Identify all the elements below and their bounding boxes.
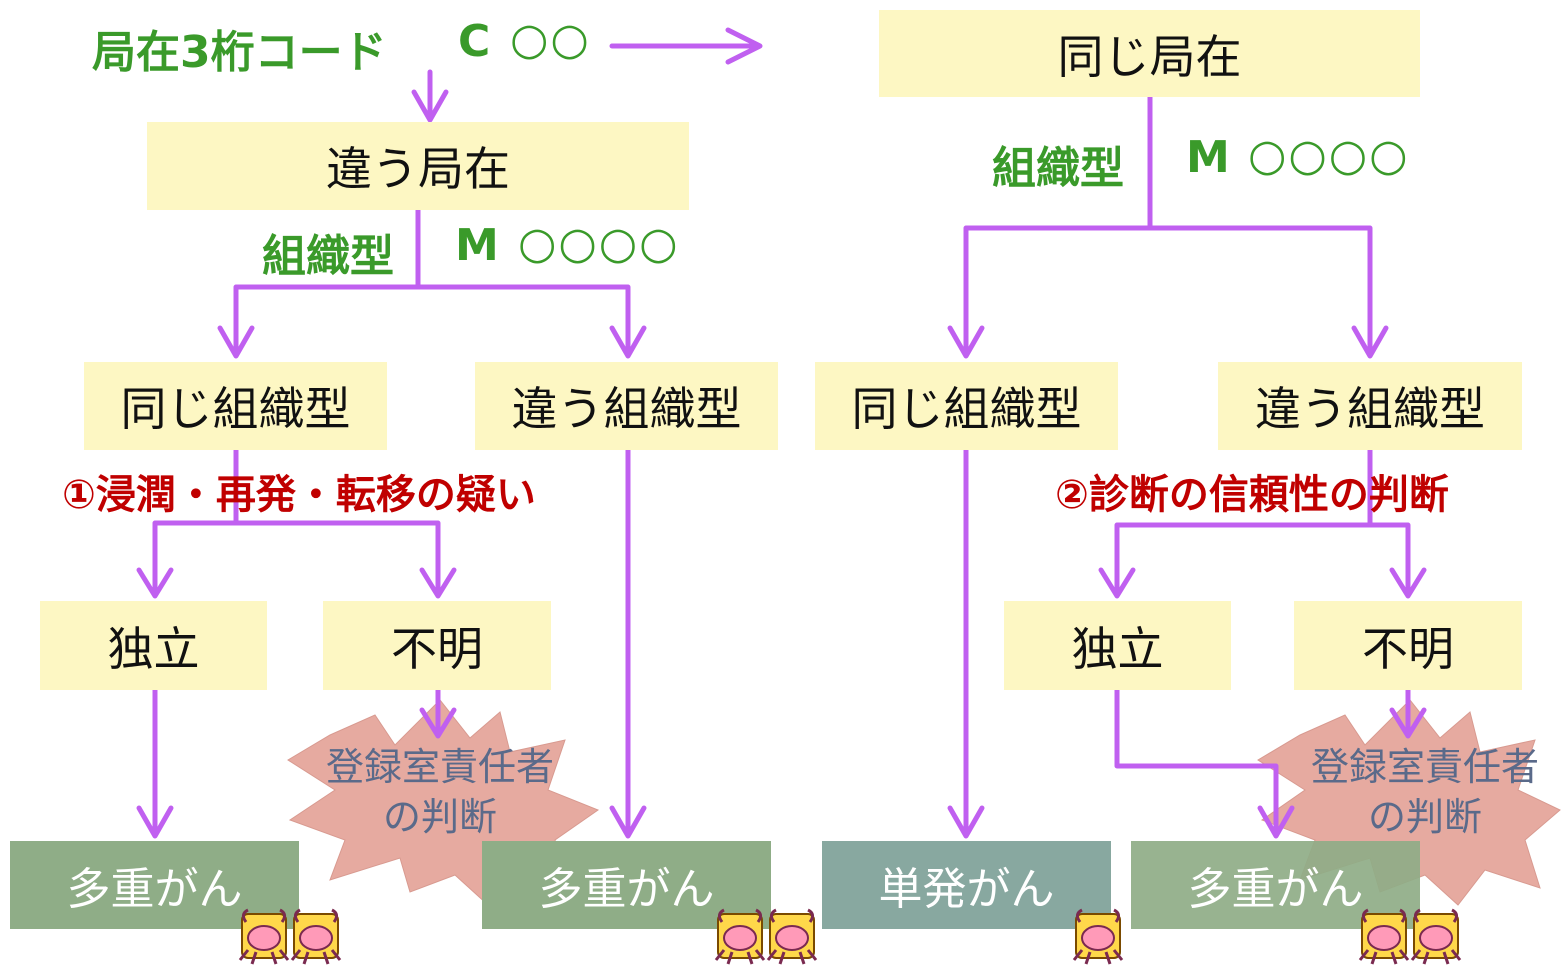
tissue-code-letter-right: M [1186,132,1230,183]
crab-icon [766,908,818,965]
site-code-label: 局在3桁コード [92,27,387,78]
tissue-code-circles-right: ○○○○ [1248,130,1410,181]
box-left-same-type: 同じ組織型 [84,362,387,450]
site-code-letter: C [458,16,491,67]
crab-icon [1358,908,1410,965]
box-left-different-type: 違う組織型 [475,362,778,450]
registrar-judgement-right: 登録室責任者 の判断 [1285,742,1565,842]
tissue-code-letter-left: M [455,220,499,271]
crab-icon [714,908,766,965]
tissue-type-label-right: 組織型 [992,143,1124,194]
crab-icon [1072,908,1124,965]
registrar-line1-right: 登録室責任者 [1310,745,1539,789]
box-different-site: 違う局在 [147,122,689,210]
crab-icon [238,908,290,965]
crab-icon [1410,908,1462,965]
tissue-type-label-left: 組織型 [262,231,394,282]
registrar-line1-left: 登録室責任者 [325,745,554,789]
outcome-left-multiple-b: 多重がん [482,841,771,929]
registrar-judgement-left: 登録室責任者 の判断 [300,742,580,842]
note-right: ②診断の信頼性の判断 [1055,472,1449,518]
box-left-independent: 独立 [40,601,267,690]
box-same-site: 同じ局在 [879,10,1420,97]
outcome-right-single: 単発がん [822,841,1111,929]
site-code-circles: ○○ [510,14,591,65]
crab-icon [290,908,342,965]
registrar-line2-right: の判断 [1367,795,1482,839]
box-left-unknown: 不明 [323,601,551,690]
box-right-different-type: 違う組織型 [1218,362,1522,450]
box-right-independent: 独立 [1004,601,1231,690]
box-right-same-type: 同じ組織型 [815,362,1118,450]
tissue-code-circles-left: ○○○○ [518,218,680,269]
note-left: ①浸潤・再発・転移の疑い [62,472,536,518]
registrar-line2-left: の判断 [382,795,497,839]
box-right-unknown: 不明 [1294,601,1522,690]
